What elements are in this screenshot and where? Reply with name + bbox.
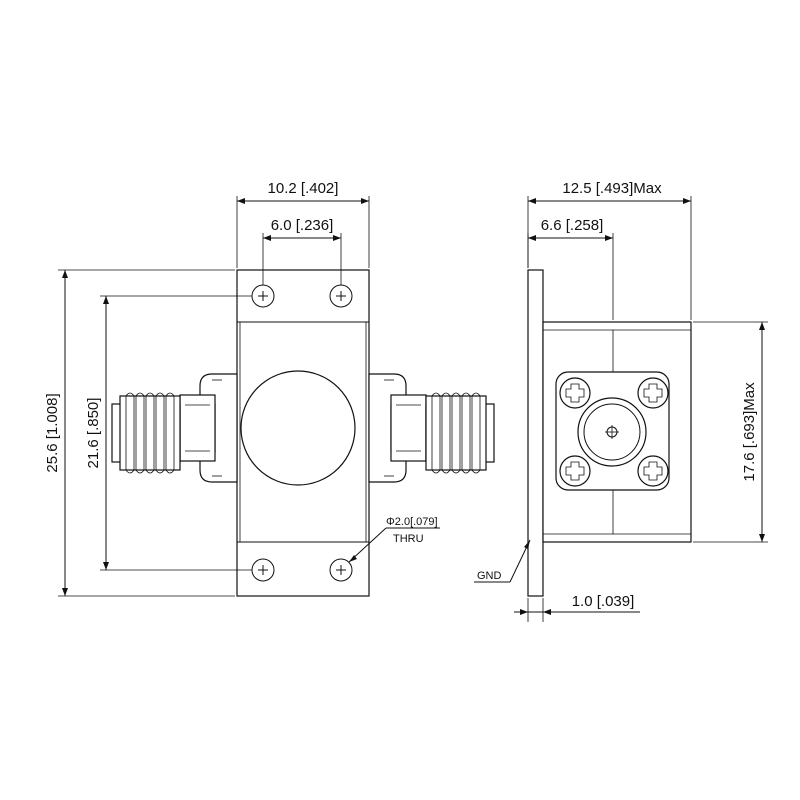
dim-side-height: 17.6 [.693]Max — [693, 321, 768, 543]
side-view: 12.5 [.493]Max 6.6 [.258] 17.6 [.693]Max — [474, 180, 768, 622]
mounting-hole-bottom-right — [329, 558, 353, 582]
hole-callout-diameter: Φ2.0[.079] — [386, 516, 438, 528]
ferrite-cover — [240, 370, 356, 486]
dim-height: 25.6 [1.008] — [44, 269, 235, 597]
depth-label: 12.5 [.493]Max — [562, 180, 662, 197]
hole-callout: Φ2.0[.079] THRU — [348, 516, 440, 563]
dim-width: 10.2 [.402] — [236, 180, 370, 268]
hole-spacing-label: 6.0 [.236] — [271, 217, 334, 234]
face-screw-bottom-right — [637, 455, 669, 487]
ground-flange — [527, 269, 544, 597]
front-view: 10.2 [.402] 6.0 [.236] 25.6 [1.008] — [44, 180, 495, 597]
hole-callout-thru: THRU — [393, 533, 424, 545]
hole-vertical-label: 21.6 [.850] — [85, 398, 102, 469]
dim-depth: 12.5 [.493]Max — [527, 180, 692, 320]
width-label: 10.2 [.402] — [268, 180, 339, 197]
face-screw-top-left — [559, 377, 591, 409]
dim-hole-spacing: 6.0 [.236] — [262, 217, 342, 285]
dim-connector-offset: 6.6 [.258] — [527, 217, 614, 320]
connector-face — [555, 371, 670, 491]
dim-hole-vertical: 21.6 [.850] — [85, 295, 252, 571]
connector-offset-label: 6.6 [.258] — [541, 217, 604, 234]
height-label: 25.6 [1.008] — [44, 393, 61, 472]
face-screw-top-right — [637, 377, 669, 409]
gnd-label: GND — [477, 570, 502, 582]
gnd-callout: GND — [474, 539, 531, 583]
flange-thickness-label: 1.0 [.039] — [572, 593, 635, 610]
face-screw-bottom-left — [559, 455, 591, 487]
dim-flange-thickness: 1.0 [.039] — [514, 593, 640, 622]
left-sma-connector — [111, 373, 238, 483]
right-sma-connector — [368, 373, 495, 483]
side-height-label: 17.6 [.693]Max — [741, 382, 758, 482]
